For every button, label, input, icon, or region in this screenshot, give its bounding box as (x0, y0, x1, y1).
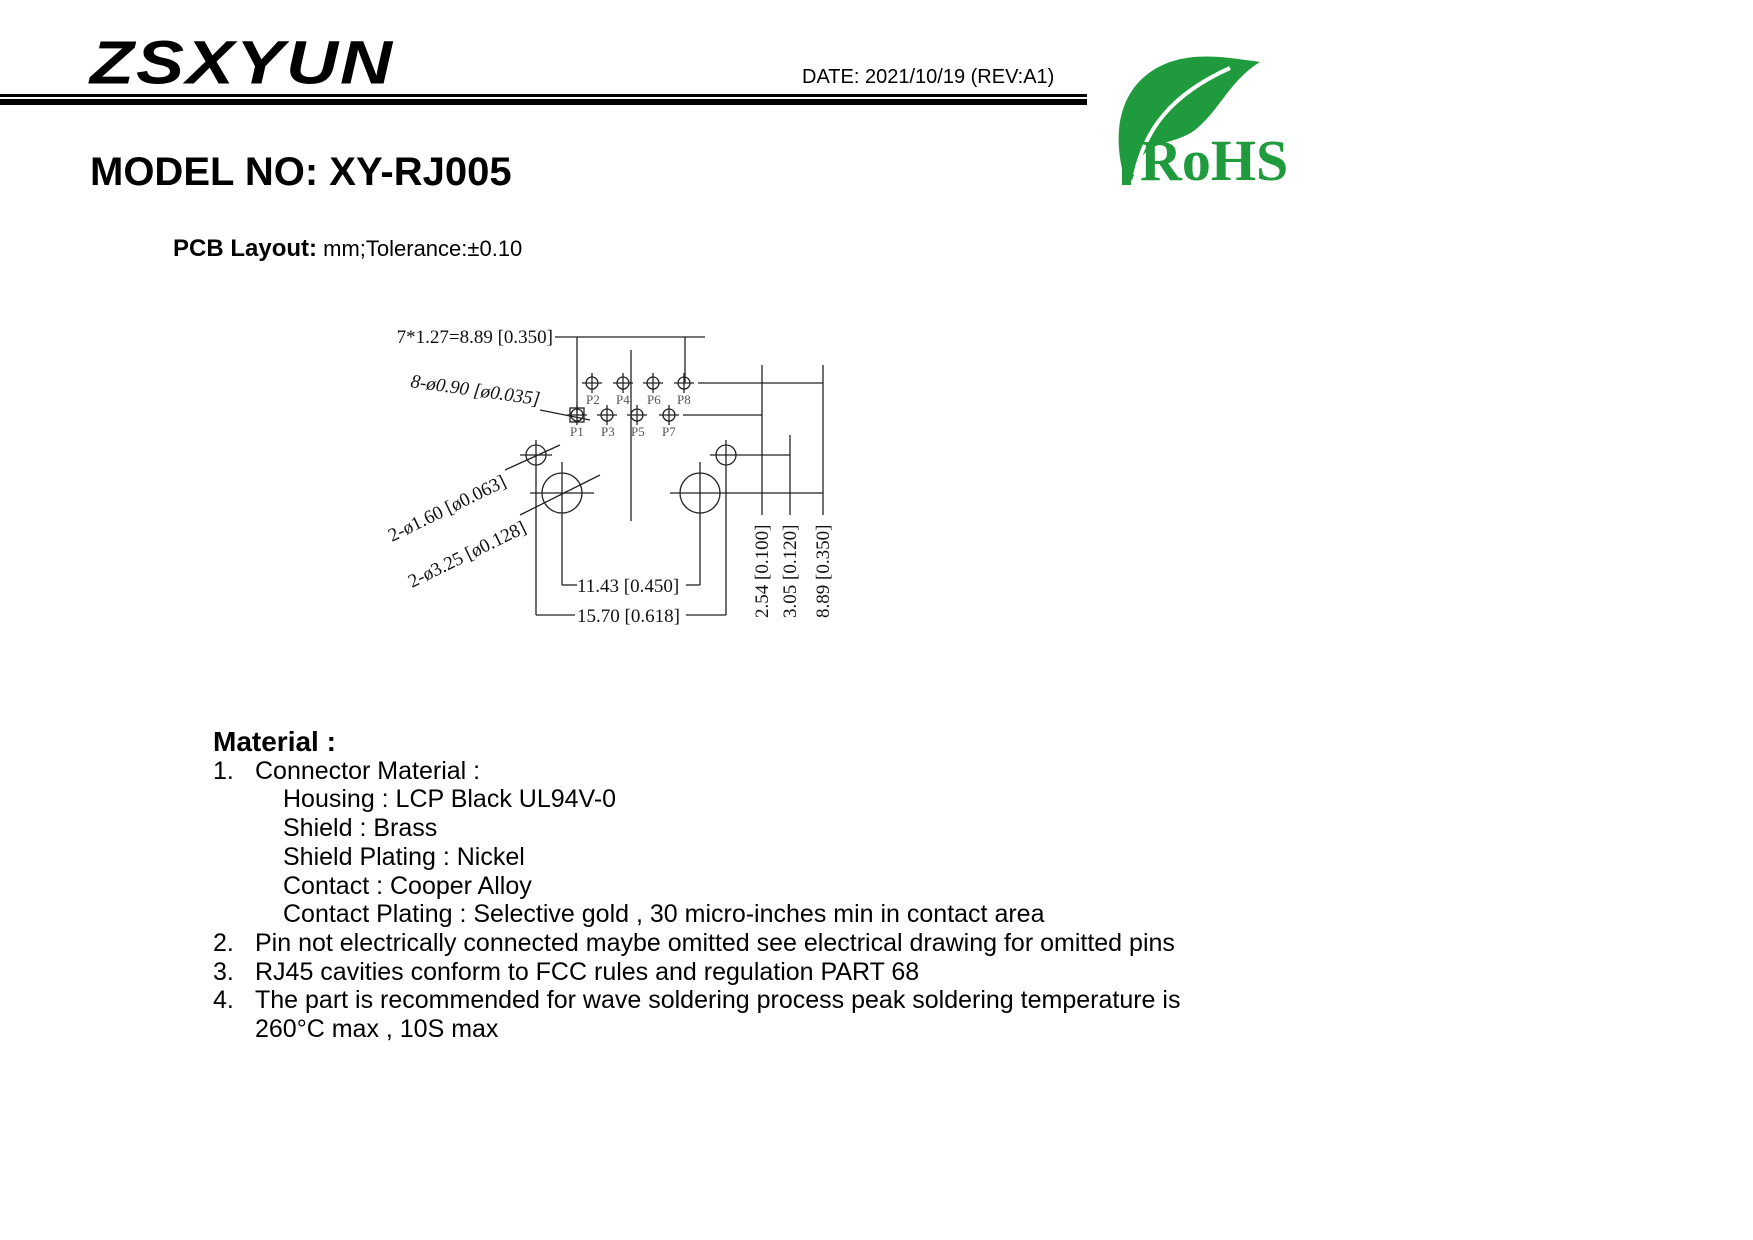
material-heading: Material : (213, 726, 336, 757)
pin-label: P7 (662, 424, 676, 439)
pin-label: P8 (677, 392, 691, 407)
dim-v3: 8.89 [0.350] (813, 525, 834, 618)
header-divider-thick (0, 99, 1087, 105)
large-holes (530, 462, 823, 585)
leaf-icon (1118, 56, 1260, 180)
pin-label: P5 (631, 424, 645, 439)
dim-v2: 3.05 [0.120] (780, 525, 801, 618)
company-logo: ZSXYUN (90, 28, 395, 97)
dim-inner: 11.43 [0.450] (577, 576, 679, 597)
sub-item: Contact : Cooper Alloy (283, 871, 532, 900)
sub-item: Shield : Brass (283, 814, 438, 843)
item-number: 1. (213, 756, 234, 785)
pin-hole-callout: 8-ø0.90 [ø0.035] (409, 371, 541, 410)
list-item: RJ45 cavities conform to FCC rules and r… (255, 957, 920, 986)
material-section: Material : 1. Connector Material : Housin… (213, 726, 1181, 1044)
pin-label: P6 (647, 392, 661, 407)
pcb-units: mm;Tolerance:±0.10 (323, 236, 523, 261)
item-number: 4. (213, 986, 234, 1015)
pin-label: P1 (570, 424, 584, 439)
revision-date: DATE: 2021/10/19 (REV:A1) (802, 66, 1055, 88)
list-item: Pin not electrically connected maybe omi… (255, 928, 1175, 957)
rohs-text: RoHS (1140, 128, 1288, 190)
pin-hole (567, 405, 587, 425)
dim-outer: 15.70 [0.618] (577, 606, 680, 627)
model-title: MODEL NO: XY-RJ005 (90, 150, 512, 194)
sub-item: Housing : LCP Black UL94V-0 (283, 785, 617, 814)
pcb-layout-caption: PCB Layout: mm;Tolerance:±0.10 (173, 235, 522, 263)
pin-label: P3 (601, 424, 615, 439)
small-holes (520, 440, 790, 615)
header-divider (0, 94, 1087, 97)
list-item-continuation: 260°C max , 10S max (255, 1015, 499, 1044)
pitch-dimension: 7*1.27=8.89 [0.350] (397, 327, 553, 348)
list-item: Connector Material : (255, 756, 481, 785)
pcb-label: PCB Layout: (173, 235, 317, 262)
pin-holes (567, 373, 694, 425)
item-number: 3. (213, 957, 234, 986)
sub-item: Shield Plating : Nickel (283, 842, 525, 871)
pin-label: P2 (586, 392, 600, 407)
rohs-logo: RoHS (1118, 56, 1288, 190)
sub-item: Contact Plating : Selective gold , 30 mi… (283, 900, 1045, 929)
list-item: The part is recommended for wave solderi… (255, 986, 1181, 1015)
dim-v1: 2.54 [0.100] (752, 525, 773, 618)
item-number: 2. (213, 928, 234, 957)
pin-label: P4 (616, 392, 630, 407)
